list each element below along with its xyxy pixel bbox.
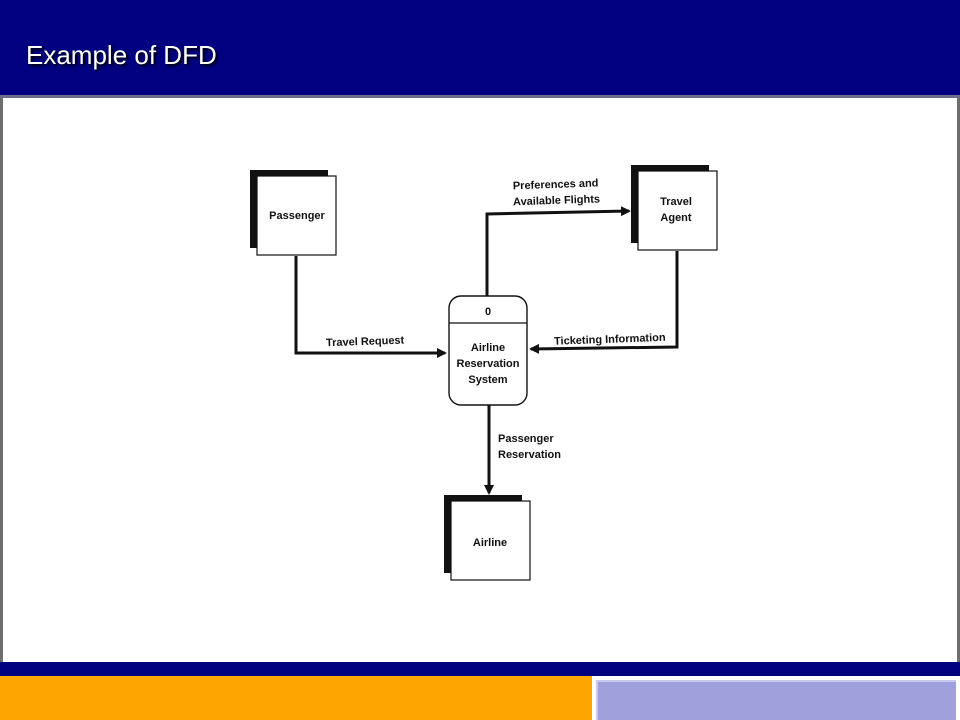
entity-travel-agent-label-2: Agent <box>660 212 692 224</box>
entity-passenger-label: Passenger <box>269 210 325 222</box>
dfd-diagram: Passenger Travel Agent Airline 0 Airline… <box>250 165 718 581</box>
entity-passenger: Passenger <box>250 170 337 256</box>
footer-line <box>0 662 960 676</box>
footer-orange-bar <box>0 676 592 720</box>
flow-ticketing-information-arrow <box>529 251 679 354</box>
slide-title: Example of DFD <box>26 40 217 70</box>
flow-passenger-reservation-label-2: Reservation <box>498 449 561 461</box>
slide-content: Passenger Travel Agent Airline 0 Airline… <box>0 98 960 664</box>
entity-travel-agent: Travel Agent <box>631 165 718 251</box>
process-number: 0 <box>485 306 491 318</box>
entity-airline-label: Airline <box>473 537 507 549</box>
flow-ticketing-information-label: Ticketing Information <box>554 332 666 348</box>
process-label-3: System <box>468 374 507 386</box>
flow-passenger-reservation-label-1: Passenger <box>498 433 554 445</box>
flow-preferences-label-2: Available Flights <box>513 193 600 208</box>
title-bar: Example of DFD <box>0 0 960 98</box>
flow-preferences-arrow <box>485 206 631 296</box>
flow-travel-request-arrow <box>294 256 447 358</box>
entity-travel-agent-label-1: Travel <box>660 196 692 208</box>
flow-travel-request-label: Travel Request <box>326 335 405 350</box>
footer-lavender-bar <box>596 680 956 720</box>
process-airline-reservation-system: 0 Airline Reservation System <box>448 295 528 406</box>
flow-preferences-label-1: Preferences and <box>513 177 599 192</box>
process-label-1: Airline <box>471 342 505 354</box>
entity-airline: Airline <box>444 495 531 581</box>
process-label-2: Reservation <box>457 358 520 370</box>
